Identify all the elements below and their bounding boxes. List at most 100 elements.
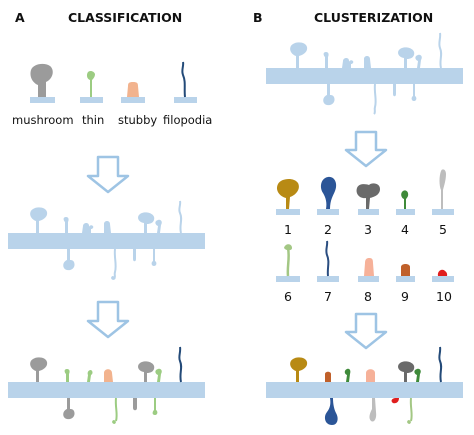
cluster-1-spine <box>276 178 299 209</box>
spine <box>323 52 329 68</box>
spine <box>323 84 335 106</box>
cluster-5-spine <box>369 398 377 422</box>
base-bar <box>358 276 379 282</box>
base-bar <box>396 209 415 215</box>
mushroom-spine <box>30 63 53 97</box>
cluster-9-label: 9 <box>401 289 409 304</box>
panel-b-title: CLUSTERIZATION <box>314 10 433 25</box>
cluster-10-label: 10 <box>436 289 452 304</box>
cluster-4 <box>396 190 415 215</box>
cluster-1-label: 1 <box>284 222 292 237</box>
spine <box>104 221 111 233</box>
cluster-3 <box>356 183 380 215</box>
down-arrow-icon <box>86 155 130 194</box>
thin-spine <box>152 398 158 415</box>
cluster-6-spine-head <box>284 244 292 251</box>
label-stubby: stubby <box>118 113 157 127</box>
cluster-4-spine <box>344 368 351 382</box>
cluster-6-label: 6 <box>284 289 292 304</box>
thin-spine <box>87 370 93 382</box>
cluster-1-spine <box>290 357 308 382</box>
base-bar <box>432 276 454 282</box>
spine <box>63 249 75 271</box>
panel-b-letter: B <box>253 10 263 25</box>
mushroom-spine <box>63 398 75 420</box>
cluster-8-label: 8 <box>364 289 372 304</box>
spine <box>88 225 94 233</box>
spine <box>111 276 115 280</box>
spine <box>82 223 90 233</box>
filopodia-spine <box>181 61 186 98</box>
down-arrow-icon <box>86 300 130 339</box>
dendrite-shaft <box>8 233 205 249</box>
dendrite-shaft <box>266 382 463 398</box>
cluster-6-spine-head <box>407 420 411 424</box>
cluster-2-spine <box>320 176 337 209</box>
spine <box>290 42 308 68</box>
spine <box>438 32 443 69</box>
thin-spine <box>155 368 162 382</box>
base-bar <box>276 209 300 215</box>
dendrite-shaft <box>266 68 463 84</box>
cluster-2 <box>317 176 339 215</box>
cluster-10-spine <box>391 398 399 404</box>
dendrite-clustered <box>266 346 463 425</box>
cluster-5-spine <box>439 169 446 209</box>
spine <box>398 47 415 68</box>
cluster-9 <box>396 264 415 282</box>
cluster-3-spine <box>356 183 380 209</box>
dendrite-unlabeled-b <box>266 32 463 115</box>
cluster-10 <box>432 269 454 282</box>
base-bar <box>80 97 103 103</box>
cluster-3-label: 3 <box>364 222 372 237</box>
dendrite-classified <box>8 346 205 424</box>
cluster-8-spine <box>364 258 374 276</box>
cluster-4-label: 4 <box>401 222 409 237</box>
cluster-10-spine <box>437 269 448 276</box>
spine <box>178 200 183 234</box>
cluster-7 <box>317 240 339 282</box>
cluster-8 <box>358 258 379 282</box>
cluster-7-spine <box>325 240 330 277</box>
spine <box>373 83 377 115</box>
cluster-8-spine <box>366 369 375 382</box>
spine <box>348 60 354 68</box>
spine <box>364 56 371 68</box>
mushroom-spine <box>138 361 155 382</box>
spine-type-mushroom <box>30 63 55 103</box>
label-thin: thin <box>82 113 104 127</box>
cluster-5-label: 5 <box>439 222 447 237</box>
spine <box>411 84 417 101</box>
cluster-6-spine <box>286 247 290 277</box>
stubby-spine <box>127 82 139 97</box>
spine <box>393 84 396 97</box>
base-bar <box>121 97 145 103</box>
cluster-1 <box>276 178 300 215</box>
cluster-6-spine <box>409 397 413 422</box>
spine <box>113 248 117 280</box>
thin-spine <box>86 70 95 97</box>
filopodia-spine <box>178 346 183 383</box>
cluster-9-spine <box>325 371 331 382</box>
spine-type-thin <box>80 70 103 103</box>
label-filopodia: filopodia <box>163 113 212 127</box>
thin-spine <box>64 369 70 382</box>
spine <box>155 219 162 233</box>
cluster-5 <box>432 169 454 215</box>
thin-spine <box>114 397 118 422</box>
cluster-6 <box>276 244 300 282</box>
thin-spine-head <box>112 420 116 424</box>
spine-type-stubby <box>121 82 145 103</box>
cluster-4-spine <box>401 190 409 209</box>
spine <box>133 249 136 262</box>
spine <box>30 207 48 233</box>
spine <box>415 54 422 68</box>
base-bar <box>317 276 339 282</box>
spine <box>138 212 155 233</box>
dendrite-shaft <box>8 382 205 398</box>
label-mushroom: mushroom <box>12 113 74 127</box>
spine-type-filopodia <box>174 61 197 103</box>
cluster-9-spine <box>401 264 410 276</box>
